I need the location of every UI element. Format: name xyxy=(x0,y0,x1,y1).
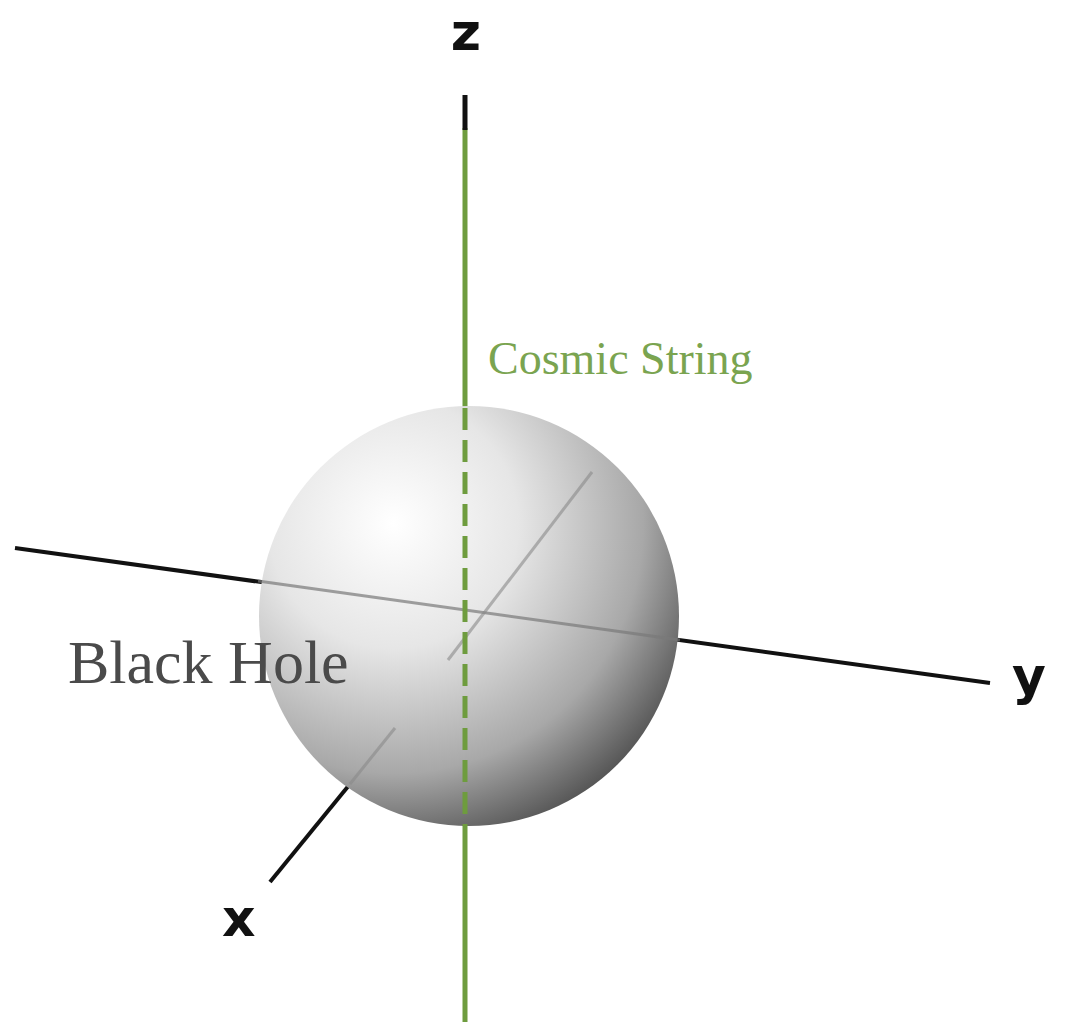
axis-label: z xyxy=(451,6,481,58)
cosmic-string-inside xyxy=(463,408,468,826)
string-label: Cosmic String xyxy=(488,336,753,382)
sphere-fill xyxy=(259,406,679,826)
node-label: Black Hole xyxy=(68,631,349,693)
black-hole-sphere: Black Hole xyxy=(258,405,680,827)
axis-label: x xyxy=(222,892,256,944)
y-axis-inside xyxy=(258,581,680,640)
z-axis xyxy=(463,95,468,130)
axis-label: y xyxy=(1012,650,1046,702)
x-axis-inside xyxy=(448,472,592,660)
x-axis xyxy=(270,784,350,882)
sphere-shape xyxy=(258,405,680,827)
x-axis-inside xyxy=(350,728,395,784)
